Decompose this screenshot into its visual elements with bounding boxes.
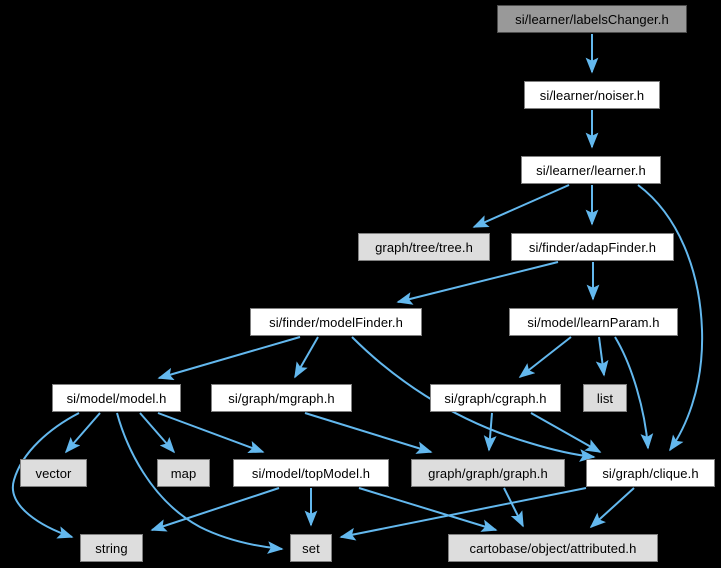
- edge-modelFinder-clique: [351, 336, 596, 462]
- node-noiser[interactable]: si/learner/noiser.h: [524, 81, 660, 109]
- edge-learnParam-clique: [614, 336, 654, 450]
- edge-modelFinder-mgraph: [294, 336, 319, 379]
- node-adap-finder[interactable]: si/finder/adapFinder.h: [511, 233, 674, 261]
- node-list[interactable]: list: [583, 384, 627, 412]
- node-string[interactable]: string: [80, 534, 143, 562]
- edge-clique-attributed: [589, 487, 635, 529]
- edge-model-set: [116, 412, 284, 554]
- edge-adapFinder-modelFinder: [396, 261, 559, 305]
- node-model-finder[interactable]: si/finder/modelFinder.h: [250, 308, 422, 336]
- edge-topModel-attributed: [358, 487, 498, 532]
- node-top-model[interactable]: si/model/topModel.h: [233, 459, 389, 487]
- edge-learner-clique: [637, 184, 704, 452]
- edge-model-vector: [64, 412, 101, 454]
- edge-cgraph-graph: [483, 412, 497, 452]
- edge-learnParam-list: [595, 336, 609, 377]
- edge-clique-set: [339, 487, 587, 541]
- edge-model-string: [11, 412, 80, 539]
- node-vector[interactable]: vector: [20, 459, 87, 487]
- node-map[interactable]: map: [157, 459, 210, 487]
- edge-model-topModel: [157, 412, 265, 453]
- edge-model-map: [139, 412, 176, 454]
- node-tree[interactable]: graph/tree/tree.h: [358, 233, 490, 261]
- node-attributed[interactable]: cartobase/object/attributed.h: [448, 534, 658, 562]
- node-cgraph[interactable]: si/graph/cgraph.h: [430, 384, 561, 412]
- edge-topModel-string: [150, 487, 280, 532]
- node-model[interactable]: si/model/model.h: [52, 384, 181, 412]
- edge-mgraph-graph: [304, 412, 433, 454]
- node-graph[interactable]: graph/graph/graph.h: [411, 459, 565, 487]
- edge-learner-tree: [472, 184, 570, 228]
- node-learner[interactable]: si/learner/learner.h: [521, 156, 661, 184]
- edge-graph-attributed: [503, 487, 524, 528]
- node-learn-param[interactable]: si/model/learnParam.h: [509, 308, 678, 336]
- node-clique[interactable]: si/graph/clique.h: [586, 459, 715, 487]
- node-set[interactable]: set: [290, 534, 332, 562]
- edge-learnParam-cgraph: [518, 336, 572, 378]
- edge-modelFinder-model: [157, 336, 301, 381]
- node-labels-changer[interactable]: si/learner/labelsChanger.h: [497, 5, 687, 33]
- edge-cgraph-clique: [530, 412, 602, 453]
- node-mgraph[interactable]: si/graph/mgraph.h: [211, 384, 352, 412]
